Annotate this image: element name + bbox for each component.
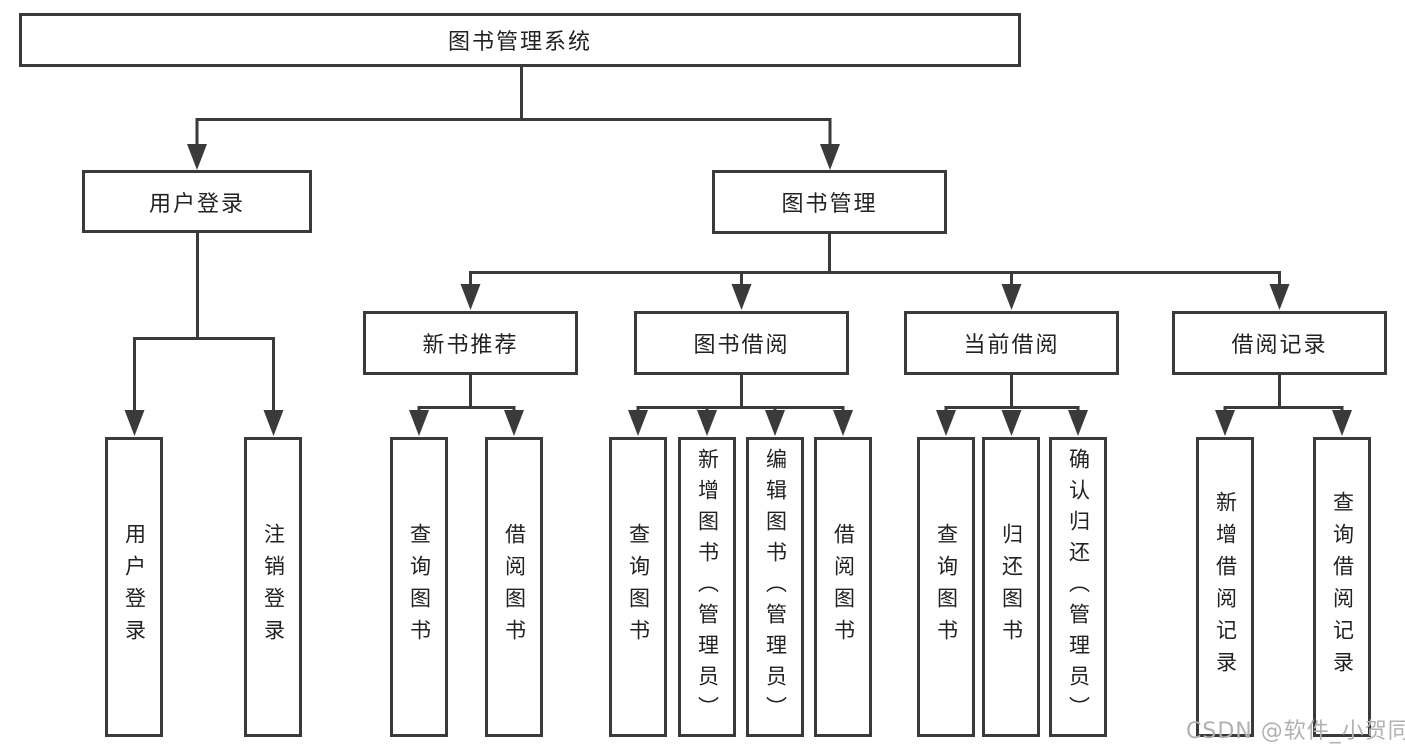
leaf-label: 注销登录 <box>261 523 286 651</box>
node-book-borrow: 图书借阅 <box>634 311 849 375</box>
leaf-label: 借阅图书 <box>831 523 856 651</box>
leaf-return-books: 归还图书 <box>982 437 1040 737</box>
node-label: 当前借阅 <box>963 333 1060 358</box>
leaf-label: 查询借阅记录 <box>1330 491 1355 683</box>
leaf-add-books-admin: 新增图书（管理员） <box>678 437 736 737</box>
leaf-label: 查询图书 <box>407 523 432 651</box>
leaf-borrow-books-recommend: 借阅图书 <box>485 437 543 737</box>
leaf-label: 查询图书 <box>626 523 651 651</box>
node-label: 借阅记录 <box>1231 333 1328 358</box>
leaf-user-login: 用户登录 <box>105 437 163 737</box>
node-label: 新书推荐 <box>422 333 519 358</box>
leaf-query-books-borrow: 查询图书 <box>609 437 667 737</box>
leaf-label: 借阅图书 <box>502 523 527 651</box>
node-book-management: 图书管理 <box>712 170 947 234</box>
node-label: 图书管理 <box>781 192 878 217</box>
node-current-borrow: 当前借阅 <box>904 311 1119 375</box>
node-label: 用户登录 <box>148 191 245 217</box>
leaf-query-borrow-record: 查询借阅记录 <box>1313 437 1371 737</box>
leaf-label: 归还图书 <box>999 523 1024 651</box>
leaf-label: 用户登录 <box>122 523 147 651</box>
leaf-query-books-current: 查询图书 <box>917 437 975 737</box>
leaf-edit-books-admin: 编辑图书（管理员） <box>746 437 804 737</box>
node-borrow-records: 借阅记录 <box>1172 311 1387 375</box>
leaf-label: 确认归还（管理员） <box>1066 447 1091 727</box>
node-system-root: 图书管理系统 <box>19 13 1021 67</box>
leaf-label: 查询图书 <box>934 523 959 651</box>
leaf-logout: 注销登录 <box>244 437 302 737</box>
leaf-label: 新增借阅记录 <box>1213 491 1238 683</box>
leaf-query-books-recommend: 查询图书 <box>390 437 448 737</box>
node-label: 图书借阅 <box>693 333 790 358</box>
leaf-confirm-return-admin: 确认归还（管理员） <box>1049 437 1107 737</box>
leaf-label: 新增图书（管理员） <box>695 447 720 727</box>
leaf-add-borrow-record: 新增借阅记录 <box>1196 437 1254 737</box>
leaf-borrow-books: 借阅图书 <box>814 437 872 737</box>
node-new-book-recommend: 新书推荐 <box>363 311 578 375</box>
csdn-watermark: CSDN @软件_小贺同学 <box>1186 719 1405 744</box>
arrowheads <box>124 144 1352 436</box>
leaf-label: 编辑图书（管理员） <box>763 447 788 727</box>
node-user-login: 用户登录 <box>82 170 312 233</box>
node-label: 图书管理系统 <box>447 30 592 55</box>
